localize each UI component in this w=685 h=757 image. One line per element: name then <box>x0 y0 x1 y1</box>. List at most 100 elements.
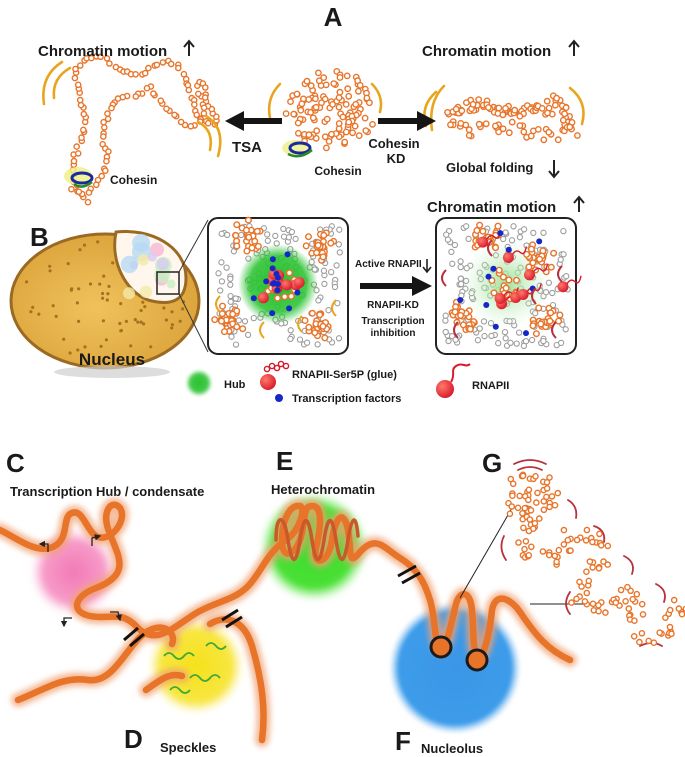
active-chromatin-bead <box>532 330 540 338</box>
chromatin-bead <box>656 629 664 637</box>
active-chromatin-bead <box>529 259 537 267</box>
chromatin-bead <box>595 607 602 615</box>
motion-arc <box>259 321 265 339</box>
active-chromatin-bead <box>232 231 240 239</box>
chromatin-bead <box>294 119 302 127</box>
active-chromatin-bead <box>547 263 555 271</box>
chromatin-bead <box>519 472 527 480</box>
chromatin-bead <box>311 95 319 103</box>
heterochromatin-label: Heterochromatin <box>271 482 375 497</box>
nucleus-pore <box>141 300 145 304</box>
inactive-chromatin-bead <box>530 229 537 237</box>
active-chromatin-bead <box>253 227 261 235</box>
inactive-chromatin-bead <box>520 342 528 350</box>
inactive-chromatin-bead <box>218 278 226 285</box>
chromatin-bead <box>578 583 585 590</box>
chromatin-bead <box>159 59 167 66</box>
chromatin-bead <box>171 111 178 119</box>
tsa-label: TSA <box>232 139 262 156</box>
rnapii-kd-label: RNAPII-KD <box>367 300 419 311</box>
chromatin-bead <box>675 605 683 612</box>
rnapii-molecule <box>517 289 529 300</box>
active-chromatin-bead <box>473 226 481 234</box>
nucleus-pore <box>107 284 111 288</box>
zoom-lines <box>178 219 209 353</box>
inactive-chromatin-bead <box>334 300 341 307</box>
chromatin-bead <box>78 134 85 141</box>
chromatin-bead <box>475 96 483 104</box>
nucleus-pore <box>88 282 93 286</box>
chromatin-bead <box>566 123 574 131</box>
transcription-inhibition-line2: inhibition <box>371 328 416 339</box>
rnapii-molecule <box>524 269 535 281</box>
chromatin-bead <box>622 598 629 605</box>
chromatin-bead <box>638 600 646 608</box>
chromatin-bead <box>602 609 609 616</box>
active-chromatin-bead <box>550 249 558 257</box>
chromatin-bead <box>586 558 594 565</box>
chromatin-bead <box>85 189 93 196</box>
cohesin-label-left: Cohesin <box>110 173 157 187</box>
chromatin-bead <box>561 110 568 118</box>
active-chromatin-bead <box>513 276 521 284</box>
chromatin-bead <box>163 105 170 113</box>
chromatin-bead <box>543 478 551 486</box>
active-chromatin-bead <box>319 253 327 261</box>
rnapii-molecule <box>281 279 293 291</box>
panel-label-f: F <box>395 726 411 756</box>
chromatin-bead <box>553 558 560 566</box>
inactive-chromatin-bead <box>516 234 524 241</box>
chromatin-bead <box>345 92 353 100</box>
chromatin-bead <box>70 157 78 165</box>
chromatin-bead <box>543 97 551 105</box>
active-chromatin-bead <box>211 316 219 324</box>
inactive-chromatin-bead <box>457 263 464 271</box>
transcription-factor <box>269 256 276 263</box>
inactive-chromatin-bead <box>218 259 225 266</box>
chromatin-bead <box>521 504 529 512</box>
inactive-chromatin-bead <box>287 335 294 343</box>
inactive-chromatin-bead <box>336 249 343 256</box>
chromatin-bead <box>93 181 100 189</box>
chromatin-bead <box>132 93 140 100</box>
legend-rnapii-ser5p-label: RNAPII-Ser5P (glue) <box>292 369 397 381</box>
inactive-chromatin-bead <box>451 241 459 249</box>
active-hub-box <box>207 216 349 355</box>
inactive-chromatin-bead <box>560 227 567 235</box>
chromatin-bead <box>516 492 524 500</box>
chromatin-bead <box>322 81 330 89</box>
nucleus-pore <box>77 319 81 323</box>
up-arrow-icon <box>568 39 580 56</box>
inactive-chromatin-bead <box>528 336 536 344</box>
chromatin-bead <box>515 539 522 546</box>
chromatin-bead <box>600 558 607 565</box>
nucleus-pore <box>170 310 174 314</box>
chromatin-bead <box>574 132 581 139</box>
chromatin-bead <box>583 526 591 534</box>
speckles-label: Speckles <box>160 740 216 755</box>
active-chromatin-bead <box>451 308 459 316</box>
nucleus-pore <box>170 326 174 330</box>
chromatin-bead <box>533 499 540 506</box>
inactive-chromatin-bead <box>280 225 287 233</box>
transcription-factor <box>274 287 281 294</box>
inactive-chromatin-bead <box>557 339 565 347</box>
chromatin-bead <box>74 150 82 157</box>
transcription-factor <box>294 289 301 296</box>
chromatin-bead <box>200 110 208 117</box>
chromatin-bead <box>97 53 104 61</box>
nucleus-pore <box>48 264 52 268</box>
inactive-chromatin-bead <box>232 295 239 302</box>
cohesin-ring-left <box>64 167 94 188</box>
chromatin-bead <box>531 520 539 527</box>
transcription-inhibition-line1: Transcription <box>361 316 424 327</box>
inactive-chromatin-bead <box>227 298 234 305</box>
nucleus-pore <box>51 304 55 308</box>
chromatin-bead <box>145 64 152 72</box>
active-chromatin-bead <box>321 334 329 342</box>
inactive-chromatin-bead <box>448 248 455 256</box>
nucleus-pore <box>105 298 109 302</box>
active-chromatin-bead <box>218 310 226 318</box>
chromatin-bead <box>101 124 108 131</box>
nucleus-pore <box>69 288 73 292</box>
